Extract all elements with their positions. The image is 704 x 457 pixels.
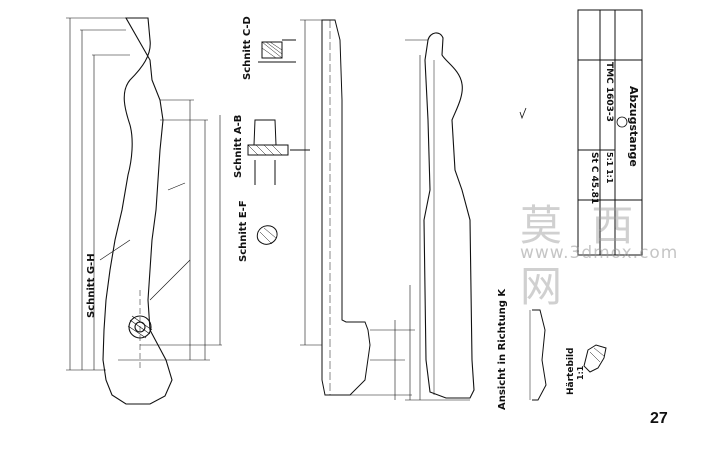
watermark-logo-text: 莫 西 网 [520,201,642,311]
section-ef-detail [256,225,278,245]
part-outline [102,17,173,405]
elevation-view [405,32,475,401]
watermark-url: www.3dmox.com [520,243,679,263]
hardness-label: Härtebild [566,347,576,395]
view-k-detail [529,309,547,401]
hardness-scale: 1:1 [576,365,585,380]
part-name: Abzugstange [627,86,640,167]
section-ab-detail [247,119,310,185]
dimension-lines [66,17,222,371]
section-gh-label: Schnitt G-H [86,253,97,318]
surface-mark [519,107,527,120]
title-block-frame [577,9,643,256]
scale-text: 5:1 1:1 [605,152,614,184]
section-cd-detail [258,39,296,63]
section-ef-label: Schnitt E-F [238,200,249,262]
hardness-detail [583,344,607,373]
main-part-view [102,17,173,405]
side-view [300,19,415,400]
section-ab-label: Schnitt A-B [233,114,244,178]
drawing-number: TMC 1603-3 [604,62,614,122]
section-cd-label: Schnitt C-D [242,16,253,80]
page-number: 27 [650,410,668,427]
view-k-label: Ansicht in Richtung K [497,288,508,410]
